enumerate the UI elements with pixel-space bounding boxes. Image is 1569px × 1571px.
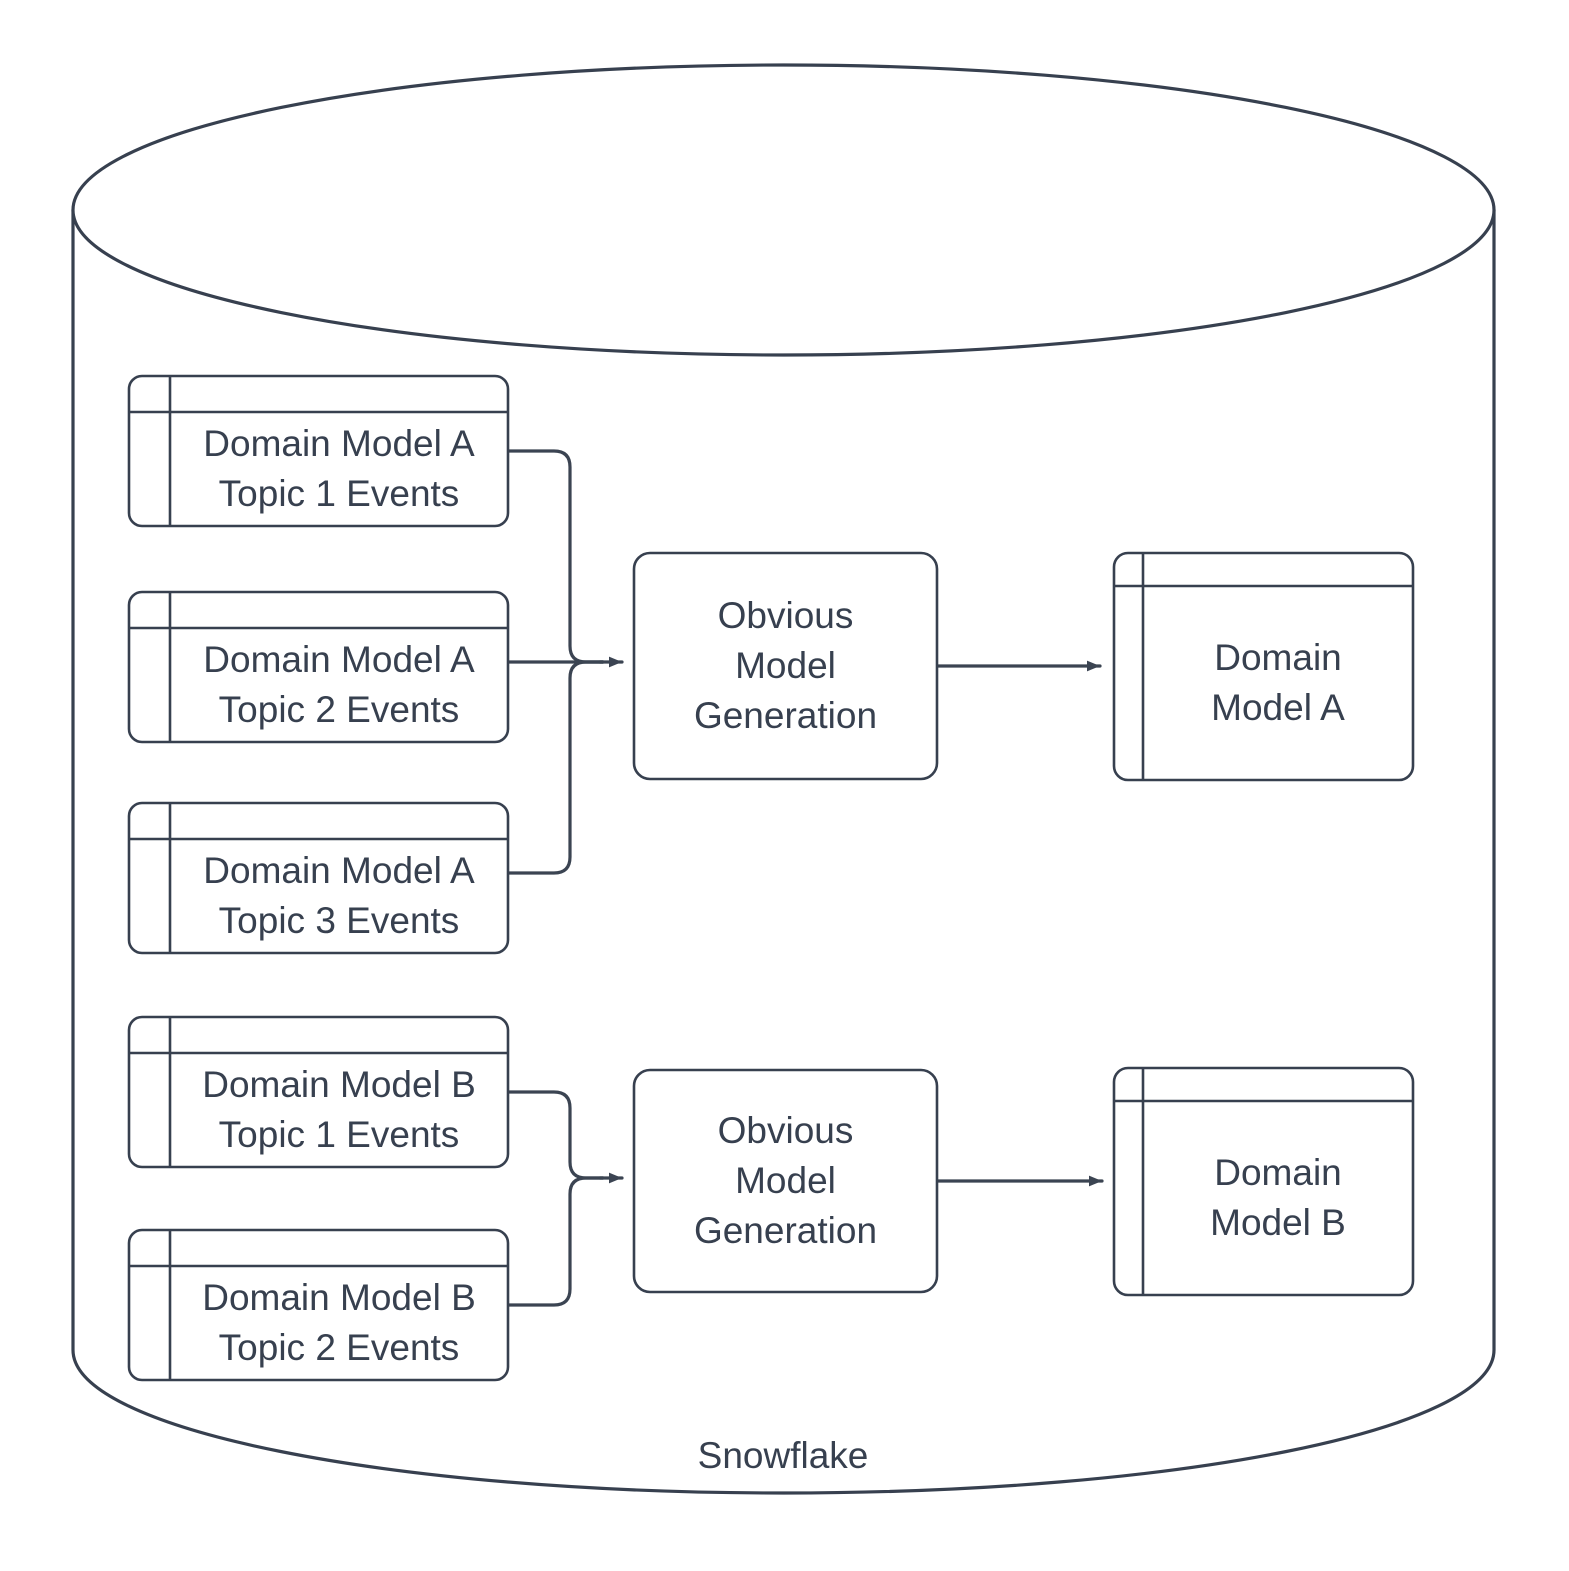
table-shape-a-topic-1 xyxy=(127,374,510,528)
output-node-domain-model-b[interactable] xyxy=(1114,1068,1413,1295)
snowflake-container-label: Snowflake xyxy=(697,1435,869,1476)
edge-b-topic-2 xyxy=(506,1176,605,1307)
source-node-b-topic-2[interactable] xyxy=(129,1230,508,1380)
table-shape-domain-model-b xyxy=(1112,1066,1415,1297)
process-shape-omg-b xyxy=(632,1068,939,1294)
edge-a-topic-3 xyxy=(506,660,605,875)
process-shape-omg-a xyxy=(632,551,939,781)
source-node-a-topic-3[interactable] xyxy=(129,803,508,953)
table-shape-domain-model-a xyxy=(1112,551,1415,782)
table-shape-a-topic-2 xyxy=(127,590,510,744)
process-node-omg-b[interactable] xyxy=(634,1070,937,1292)
process-node-omg-a[interactable] xyxy=(634,553,937,779)
table-shape-b-topic-1 xyxy=(127,1015,510,1169)
edge-group-b xyxy=(506,1090,624,1307)
source-node-a-topic-2[interactable] xyxy=(129,592,508,742)
edge-group-a xyxy=(506,449,624,875)
table-shape-a-topic-3 xyxy=(127,801,510,955)
output-node-domain-model-a[interactable] xyxy=(1114,553,1413,780)
source-node-b-topic-1[interactable] xyxy=(129,1017,508,1167)
table-shape-b-topic-2 xyxy=(127,1228,510,1382)
edge-b-topic-1 xyxy=(506,1090,605,1180)
cylinder-top-ellipse xyxy=(71,63,1496,357)
source-node-a-topic-1[interactable] xyxy=(129,376,508,526)
